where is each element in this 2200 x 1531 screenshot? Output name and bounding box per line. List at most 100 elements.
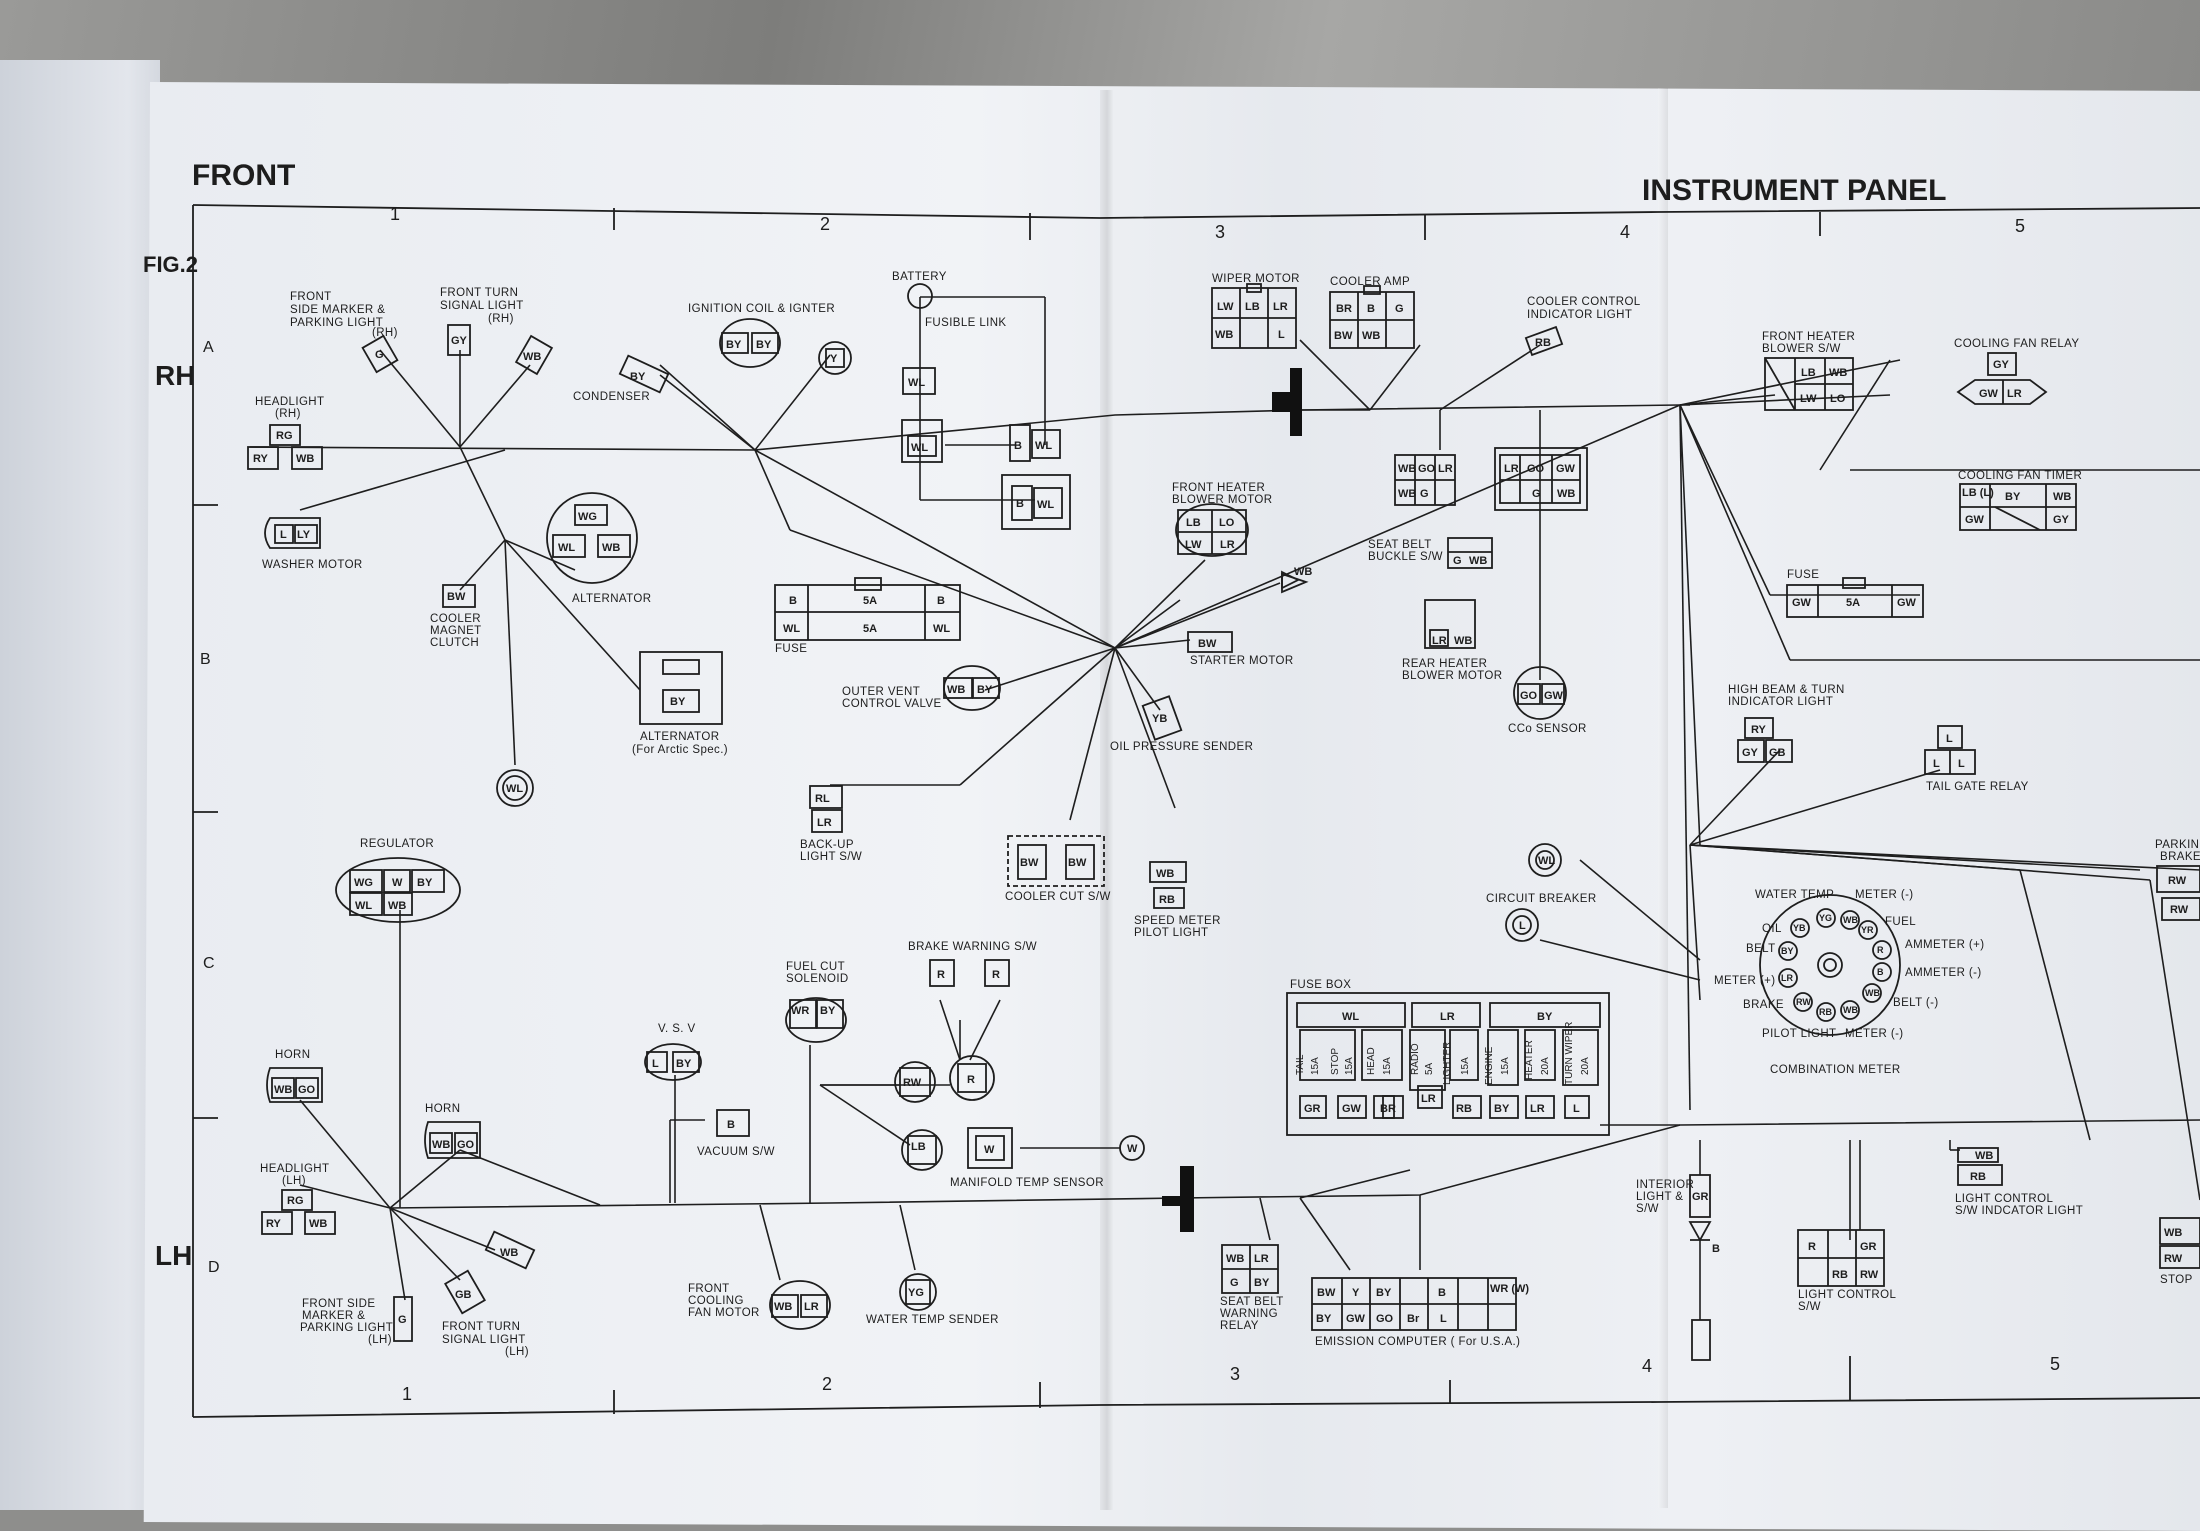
svg-text:MANIFOLD TEMP SENSOR: MANIFOLD TEMP SENSOR [950,1177,1104,1189]
svg-text:5: 5 [2015,216,2025,236]
svg-text:METER (-): METER (-) [1845,1028,1904,1040]
svg-text:4: 4 [1642,1356,1652,1376]
light-control-switch: R GR RB RW LIGHT CONTROL S/W [1797,1229,1896,1313]
column-labels-top: 1 2 3 4 5 [390,204,2025,242]
svg-text:BY: BY [756,339,772,351]
svg-text:15A: 15A [1344,1057,1355,1075]
svg-text:WB: WB [1975,1150,1993,1162]
svg-text:B: B [1877,967,1884,977]
svg-text:LR: LR [1421,1093,1436,1105]
svg-text:A: A [203,339,214,356]
svg-text:15A: 15A [1460,1057,1471,1075]
svg-text:LIGHT S/W: LIGHT S/W [800,851,862,863]
svg-text:B: B [1016,498,1024,510]
svg-text:R: R [1808,1241,1816,1253]
bulkhead-connector-icon [1162,1166,1194,1232]
instrument-panel-heading: INSTRUMENT PANEL [1642,174,1946,207]
svg-text:WB: WB [388,900,406,912]
svg-text:METER (+): METER (+) [1714,975,1775,987]
svg-text:Br: Br [1407,1313,1420,1325]
generator-terminal: WL [496,769,534,807]
svg-text:WB: WB [1843,1005,1858,1015]
svg-text:WB: WB [1226,1253,1244,1265]
svg-text:BY: BY [820,1005,836,1017]
svg-text:2: 2 [820,214,830,234]
svg-text:OIL PRESSURE SENDER: OIL PRESSURE SENDER [1110,741,1253,753]
svg-text:5A: 5A [1846,597,1860,609]
svg-text:LR: LR [1504,463,1519,475]
svg-text:SPEED METER: SPEED METER [1134,915,1221,927]
svg-text:V. S. V: V. S. V [658,1023,696,1035]
svg-text:WB: WB [1398,488,1416,500]
svg-text:VACUUM S/W: VACUUM S/W [697,1146,775,1158]
svg-text:R: R [1877,945,1884,955]
svg-text:2: 2 [822,1374,832,1394]
svg-text:GW: GW [1792,597,1812,609]
fuse-panel-2: FUSE GW 5A GW [1786,569,1924,618]
svg-text:1: 1 [402,1384,412,1404]
svg-text:5A: 5A [1424,1062,1435,1075]
svg-text:HIGH BEAM & TURN: HIGH BEAM & TURN [1728,684,1845,696]
svg-text:BLOWER S/W: BLOWER S/W [1762,343,1841,355]
svg-text:(LH): (LH) [505,1346,529,1358]
svg-text:(For Arctic Spec.): (For Arctic Spec.) [632,744,728,756]
svg-text:RW: RW [1860,1269,1879,1281]
oil-pressure-sender: YB OIL PRESSURE SENDER [1110,695,1253,753]
svg-text:AMMETER (+): AMMETER (+) [1905,939,1984,951]
rh-side-label: RH [155,360,195,391]
outer-vent-valve: OUTER VENT CONTROL VALVE WB BY [842,665,1001,711]
svg-text:BUCKLE S/W: BUCKLE S/W [1368,551,1443,563]
svg-text:LW: LW [1800,393,1817,405]
svg-text:INTERIOR: INTERIOR [1636,1179,1694,1191]
svg-text:B: B [1438,1287,1446,1299]
svg-text:B: B [937,595,945,607]
svg-text:GW: GW [1342,1103,1362,1115]
svg-text:LR: LR [1220,539,1235,551]
ignition-coil: IGNITION COIL & IGNTER BY BY Y [688,303,852,375]
regulator: REGULATOR WG W BY WL WB [335,838,461,923]
svg-text:GY: GY [2053,514,2070,526]
svg-text:B: B [1380,1103,1388,1115]
svg-text:RG: RG [287,1195,304,1207]
alternator-arctic: BY ALTERNATOR (For Arctic Spec.) [632,651,728,756]
svg-text:S/W INDCATOR LIGHT: S/W INDCATOR LIGHT [1955,1205,2083,1217]
svg-text:RW: RW [2168,875,2187,887]
svg-text:WG: WG [354,877,373,889]
svg-text:WATER TEMP SENDER: WATER TEMP SENDER [866,1314,999,1326]
svg-text:WARNING: WARNING [1220,1308,1278,1320]
interior-light-switch: INTERIOR LIGHT & S/W GR B [1636,1174,1720,1361]
cooling-fan-timer: COOLING FAN TIMER LB (L) BY WB GW GY [1958,470,2082,531]
svg-text:LB: LB [1186,517,1201,529]
svg-text:HEATER: HEATER [1524,1040,1535,1080]
svg-text:BACK-UP: BACK-UP [800,839,854,851]
seat-belt-buckle: SEAT BELT BUCKLE S/W G WB [1368,537,1493,569]
svg-text:BATTERY: BATTERY [892,271,947,283]
svg-text:COOLER CUT S/W: COOLER CUT S/W [1005,891,1111,903]
svg-text:FUSE BOX: FUSE BOX [1290,979,1351,991]
svg-text:OIL: OIL [1762,923,1782,935]
svg-text:YG: YG [908,1287,924,1299]
stop-light-partial: WB RW STOP [2159,1217,2200,1286]
previous-page-edge [0,60,160,1510]
svg-text:L: L [1946,733,1953,745]
svg-text:WL: WL [783,623,800,635]
svg-text:LB: LB [911,1141,926,1153]
svg-text:SEAT BELT: SEAT BELT [1368,539,1432,551]
svg-text:BW: BW [1068,857,1087,869]
svg-text:REGULATOR: REGULATOR [360,838,434,850]
svg-text:(LH): (LH) [368,1334,392,1346]
svg-text:WR: WR [791,1005,809,1017]
svg-text:(RH): (RH) [372,327,398,339]
svg-text:FRONT HEATER: FRONT HEATER [1172,482,1265,494]
svg-text:WASHER MOTOR: WASHER MOTOR [262,559,363,571]
svg-text:W: W [1127,1143,1138,1155]
svg-text:PARKING LIGHT: PARKING LIGHT [300,1322,393,1334]
svg-text:WIPER MOTOR: WIPER MOTOR [1212,273,1300,285]
svg-text:AMMETER (-): AMMETER (-) [1905,967,1982,979]
cooler-amp: COOLER AMP BR B G BW WB [1329,276,1415,349]
svg-text:LIGHTER: LIGHTER [1442,1042,1453,1085]
svg-text:R: R [1388,1103,1396,1115]
svg-text:WL: WL [933,623,950,635]
svg-text:BW: BW [1198,638,1217,650]
